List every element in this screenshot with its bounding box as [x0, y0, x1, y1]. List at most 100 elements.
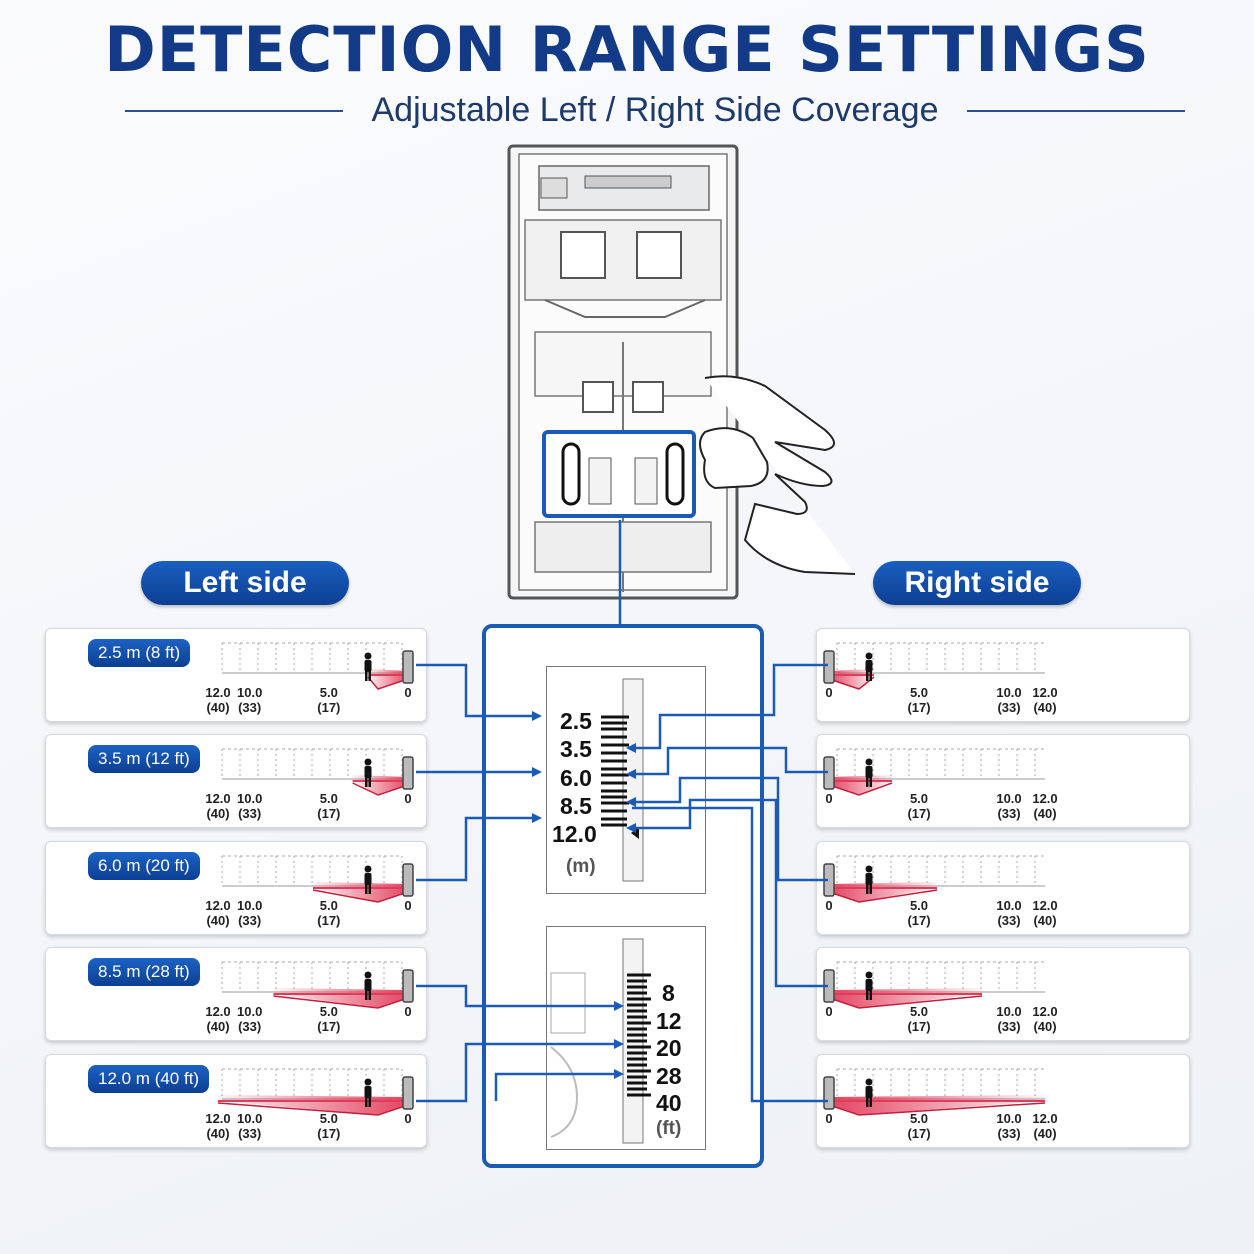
tick-label: 0: [825, 685, 833, 700]
left-range-card: 12.0 m (40 ft) 12.0(40)10.0(33)5.0(17)0: [45, 1054, 427, 1148]
left-range-card: 6.0 m (20 ft) 12.0(40)10.0(33)5.0(17)0: [45, 841, 427, 935]
meter-value-3: 6.0: [560, 765, 592, 791]
left-range-card: 8.5 m (28 ft) 12.0(40)10.0(33)5.0(17)0: [45, 947, 427, 1041]
tick-label: 5.0(17): [317, 1004, 341, 1034]
right-side-label: Right side: [873, 561, 1081, 605]
subtitle-right-rule: [967, 110, 1185, 112]
left-range-card: 2.5 m (8 ft) 12.0(40)10.0(33)5.0(17)0: [45, 628, 427, 722]
zone-edge: [828, 995, 983, 1009]
tick-label: 10.0(33): [996, 685, 1022, 715]
sensor-icon: [823, 1076, 835, 1110]
zone-edge: [828, 1102, 1046, 1116]
person-icon: [364, 652, 372, 681]
tick-label: 10.0(33): [996, 1111, 1022, 1141]
sensor-icon: [823, 969, 835, 1003]
tick-label: 10.0(33): [996, 791, 1022, 821]
sensor-icon: [402, 863, 414, 897]
range-grid: [221, 855, 403, 887]
feet-value-3: 20: [656, 1035, 682, 1061]
sensor-icon: [823, 756, 835, 790]
left-zone-diagram: [221, 642, 414, 690]
tick-label: 5.0(17): [317, 685, 341, 715]
sensor-icon: [402, 756, 414, 790]
zone-edge: [352, 782, 409, 796]
tick-label: 0: [825, 898, 833, 913]
range-badge: 12.0 m (40 ft): [88, 1065, 210, 1093]
tick-label: 12.0(40): [1032, 1111, 1058, 1141]
range-grid: [221, 642, 403, 674]
zone-edge: [367, 676, 409, 690]
person-icon: [364, 758, 372, 787]
person-icon: [364, 865, 372, 894]
tick-label: 0: [404, 898, 412, 913]
zone-edge: [273, 995, 409, 1009]
tick-label: 5.0(17): [907, 685, 931, 715]
left-range-card: 3.5 m (12 ft) 12.0(40)10.0(33) 5.0(17) 0: [45, 734, 427, 828]
tick-label: 12.0(40): [205, 898, 231, 928]
feet-scale: [546, 926, 706, 1150]
range-badge: 3.5 m (12 ft): [88, 745, 200, 773]
person-icon: [865, 652, 873, 681]
feet-unit: (ft): [656, 1118, 682, 1139]
subtitle-bar: Adjustable Left / Right Side Coverage: [125, 88, 1185, 132]
tick-label: 5.0(17): [907, 898, 931, 928]
feet-value-2: 12: [656, 1008, 682, 1034]
tick-label: 12.0(40): [205, 685, 231, 715]
range-badge: 6.0 m (20 ft): [88, 852, 200, 880]
left-side-label: Left side: [141, 561, 349, 605]
sensor-icon: [823, 863, 835, 897]
tick-label: 0: [404, 791, 412, 806]
tick-label: 12.0(40): [1032, 898, 1058, 928]
tick-label: 5.0(17): [907, 1111, 931, 1141]
left-zone-diagram: [221, 961, 414, 1009]
left-zone-diagram: [217, 1068, 414, 1116]
tick-label: 5.0(17): [317, 1111, 341, 1141]
tick-label: 12.0(40): [1032, 685, 1058, 715]
zone-edge: [828, 676, 875, 690]
tick-label: 0: [404, 1004, 412, 1019]
zone-edge: [217, 1102, 409, 1116]
tick-label: 12.0(40): [1032, 1004, 1058, 1034]
zone-edge: [312, 889, 409, 903]
tick-label: 12.0(40): [205, 791, 231, 821]
tick-label: 10.0(33): [237, 791, 263, 821]
range-grid: [221, 748, 403, 780]
tick-label: 5.0(17): [907, 1004, 931, 1034]
person-icon: [865, 971, 873, 1000]
feet-value-5: 40: [656, 1090, 682, 1116]
person-icon: [364, 971, 372, 1000]
range-scale-panel: 2.5 3.5 6.0 8.5 12.0 (m) 8 12 20 28 40 (…: [482, 624, 764, 1168]
tick-label: 10.0(33): [237, 898, 263, 928]
tick-label: 12.0(40): [1032, 791, 1058, 821]
zone-edge: [828, 782, 893, 796]
tick-label: 0: [825, 791, 833, 806]
right-zone-diagram: [823, 961, 1045, 1009]
tick-label: 5.0(17): [907, 791, 931, 821]
right-zone-diagram: [823, 855, 1045, 903]
zone-edge: [828, 889, 938, 903]
page-title: DETECTION RANGE SETTINGS: [104, 13, 1150, 86]
right-range-card: 0 5.0(17) 10.0(33) 12.0(40): [816, 628, 1190, 722]
person-icon: [865, 758, 873, 787]
sensor-icon: [402, 650, 414, 684]
range-badge: 2.5 m (8 ft): [88, 639, 191, 667]
tick-label: 5.0(17): [317, 791, 341, 821]
tick-label: 10.0(33): [237, 1004, 263, 1034]
tick-label: 0: [825, 1004, 833, 1019]
left-zone-diagram: [221, 855, 414, 903]
tick-label: 10.0(33): [237, 1111, 263, 1141]
range-badge: 8.5 m (28 ft): [88, 958, 200, 986]
meter-value-1: 2.5: [560, 708, 592, 734]
tick-label: 0: [825, 1111, 833, 1126]
range-grid: [836, 855, 1045, 887]
sensor-icon: [402, 969, 414, 1003]
meter-value-5: 12.0: [552, 821, 597, 847]
feet-value-4: 28: [656, 1063, 682, 1089]
meter-value-4: 8.5: [560, 793, 592, 819]
page-subtitle: Adjustable Left / Right Side Coverage: [371, 91, 939, 129]
left-zone-diagram: [221, 748, 414, 796]
right-range-card: 0 5.0(17) 10.0(33) 12.0(40): [816, 734, 1190, 828]
sensor-icon: [823, 650, 835, 684]
person-icon: [364, 1078, 372, 1107]
